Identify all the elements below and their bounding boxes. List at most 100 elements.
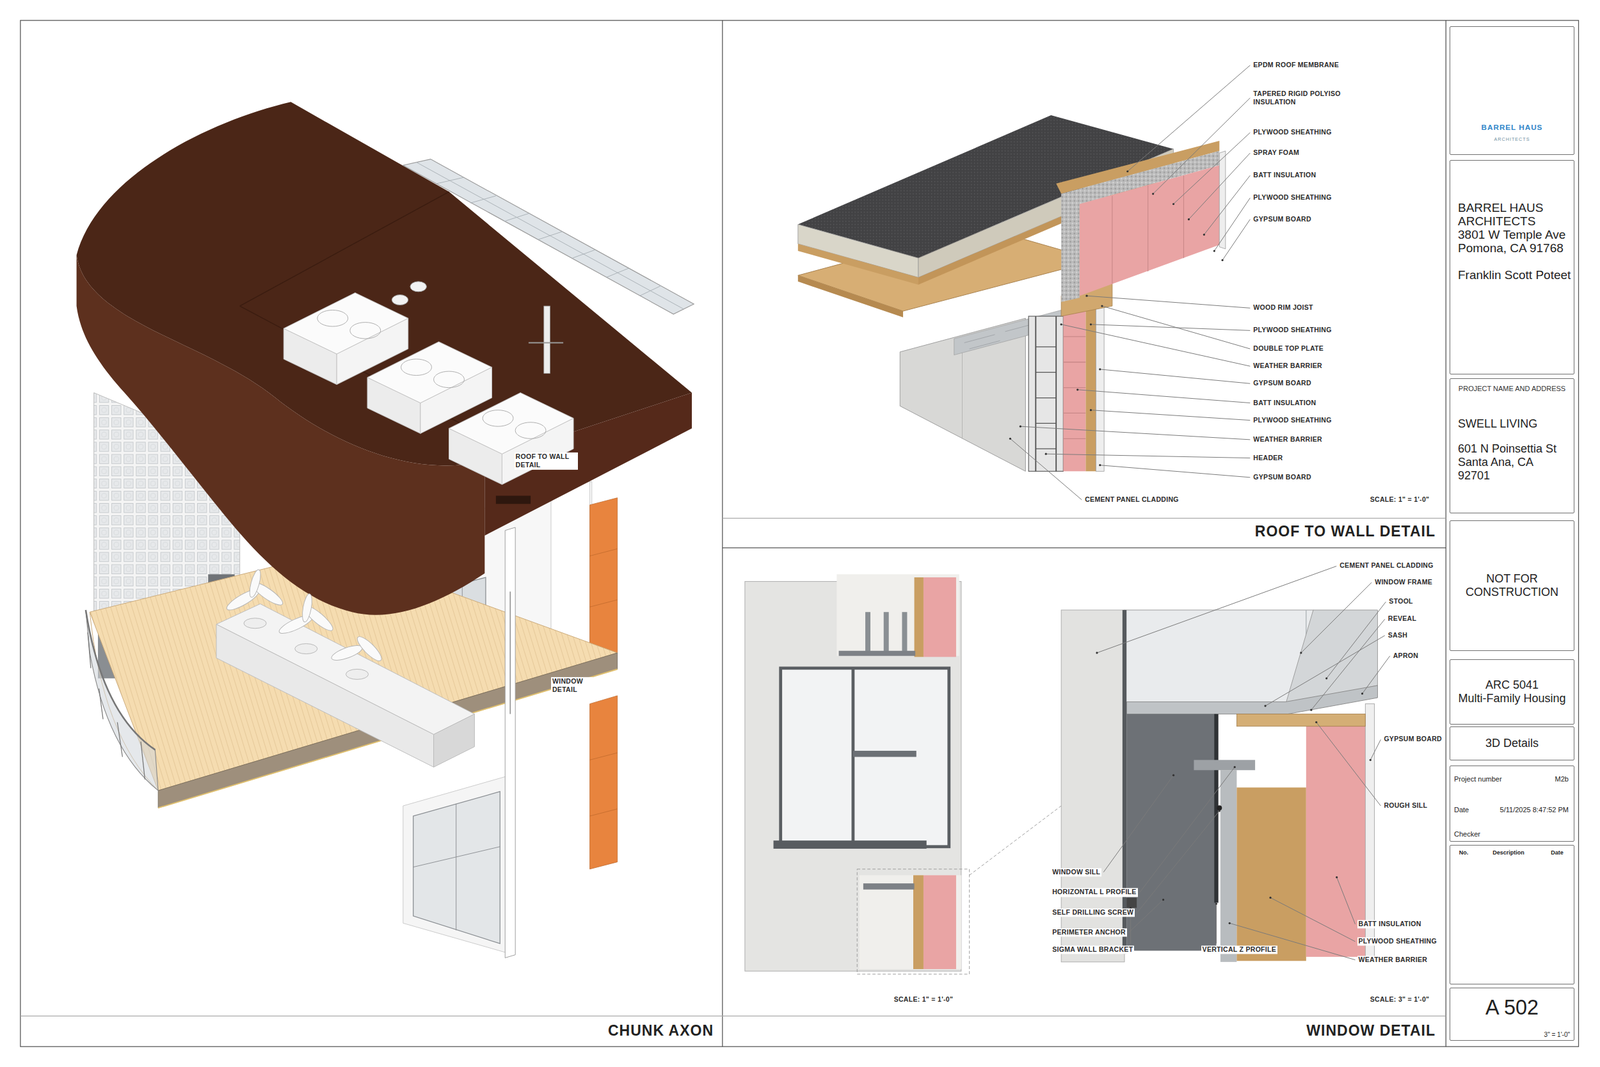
roof-to-wall-drawing-part [964,323,1037,349]
window-detail-drawing-part [1126,685,1378,715]
leader-line [1127,65,1251,172]
scale-note: SCALE: 1" = 1'-0" [892,995,955,1004]
course-cell: ARC 5041Multi-Family Housing [1449,659,1575,725]
callout-label: GYPSUM BOARD [1382,735,1444,744]
chunk-axon-drawing-part [590,695,618,870]
window-detail-drawing-part [1236,787,1306,961]
chunk-axon-drawing-part [528,342,564,344]
chunk-axon-drawing-part [87,632,145,779]
callout-label: WEATHER BARRIER [1357,955,1430,964]
roof-to-wall-drawing-part [1028,316,1064,472]
sheet-frame-part [721,20,723,1047]
leader-dot [1299,651,1302,654]
roof-to-wall-drawing-part [1035,316,1056,472]
chunk-axon-drawing-part-part [515,422,546,439]
chunk-axon-drawing-part [403,775,511,954]
leader-dot [1162,898,1165,901]
leader-line [1103,775,1174,872]
window-detail-drawing-part [969,805,1062,875]
roof-to-wall-drawing-part-part [1063,387,1086,388]
leader-line [1229,922,1355,960]
view-panel: WINDOW DETAIL [722,547,1446,1048]
project-cell: PROJECT NAME AND ADDRESSSWELL LIVING601 … [1449,378,1575,514]
leader-dot [1172,202,1175,205]
window-detail-drawing-part [863,883,915,890]
firm-name: BARREL HAUS ARCHITECTS [1457,200,1554,228]
roof-to-wall-drawing-part-part [1063,336,1086,337]
callout-label: HEADER [1251,453,1284,463]
leader-line [1270,897,1356,942]
scale-note: SCALE: 1" = 1'-0" [1368,495,1432,504]
leader-dot [1361,692,1364,695]
chunk-axon-drawing-part [455,803,457,931]
leader-dot [1221,259,1224,262]
course-name: Multi-Family Housing [1457,691,1566,706]
roof-to-wall-drawing-part [1095,302,1104,472]
roof-to-wall-drawing-part [798,243,919,285]
logo-subtitle: ARCHITECTS [1450,136,1574,143]
chunk-axon-drawing-part-part [87,632,91,669]
view-panel: CHUNK AXON [20,20,723,1048]
leader-dot [1228,922,1231,925]
callout-label: DOUBLE TOP PLATE [1251,344,1325,353]
roof-to-wall-drawing-part [798,275,904,317]
roof-to-wall-drawing-part-part [969,340,1001,349]
leader-dot [1172,774,1175,777]
window-detail-drawing-part [858,874,961,969]
chunk-axon-drawing-part [413,846,501,868]
callout-label: PERIMETER ANCHOR [1050,928,1128,937]
window-detail-drawing-part [1193,759,1256,770]
window-detail-drawing-part [1124,609,1314,704]
leader-line [1045,453,1250,458]
window-detail-drawing-part [883,611,889,653]
roof-to-wall-drawing-part [1063,336,1086,439]
leader-dot [1218,809,1221,812]
callout-label: GYPSUM BOARD [1251,472,1313,482]
sheet-frame-part [1445,20,1447,1047]
window-detail-drawing-part [923,874,957,969]
leader-line [1311,618,1385,710]
chunk-axon-drawing-part-part [433,371,465,388]
field-caption: Date [1454,805,1469,814]
leader-line [1214,197,1250,251]
leader-line [1009,438,1082,500]
chunk-axon-drawing-part [416,161,685,309]
sheet-title: 3D Details [1485,736,1539,751]
leader-line [1077,389,1251,404]
window-detail-drawing [744,574,1378,975]
roof-to-wall-drawing [798,115,1226,472]
roof-to-wall-drawing-part-part [1147,185,1149,272]
leader-dot [1100,305,1103,308]
roof-to-wall-drawing-part [1219,151,1226,249]
chunk-axon-drawing-part-part [300,593,314,623]
leader-line [1102,305,1250,349]
leader-dot [1264,704,1266,707]
view-reference: ROOF TO WALL DETAIL [514,452,578,470]
chunk-axon-drawing-part-part [283,292,409,354]
leader-dot [1126,170,1129,173]
window-detail-drawing-part [1365,704,1375,957]
leader-line [1061,324,1250,367]
leader-dot [1089,323,1092,326]
roof-to-wall-drawing-part-part [1183,175,1184,258]
chunk-axon-drawing-part-part [470,195,496,203]
chunk-axon-drawing-part-part [353,633,384,664]
chunk-axon-drawing-part-part [482,410,514,427]
chunk-axon-drawing-part-part [329,642,364,664]
chunk-axon-drawing-part [510,591,511,714]
callout-label: GYPSUM BOARD [1251,379,1313,388]
callout-label: CEMENT PANEL CLADDING [1083,495,1181,504]
sheet-frame-part [20,1015,1446,1017]
chunk-axon-drawing-part [413,791,501,944]
leader-dot [1019,425,1022,428]
callout-label: SELF DRILLING SCREW [1050,908,1135,918]
view-title: CHUNK AXON [608,1022,714,1040]
scale-note: 3" = 1'-0" [1544,1031,1570,1039]
roof-to-wall-drawing-part [1112,175,1184,284]
window-detail-drawing-part [914,577,924,657]
leader-line [1136,810,1220,913]
window-detail-drawing-part [1236,714,1366,727]
roof-to-wall-drawing-part-part [964,334,996,344]
table-header: No. [1459,849,1469,856]
leader-dot [1152,192,1154,195]
